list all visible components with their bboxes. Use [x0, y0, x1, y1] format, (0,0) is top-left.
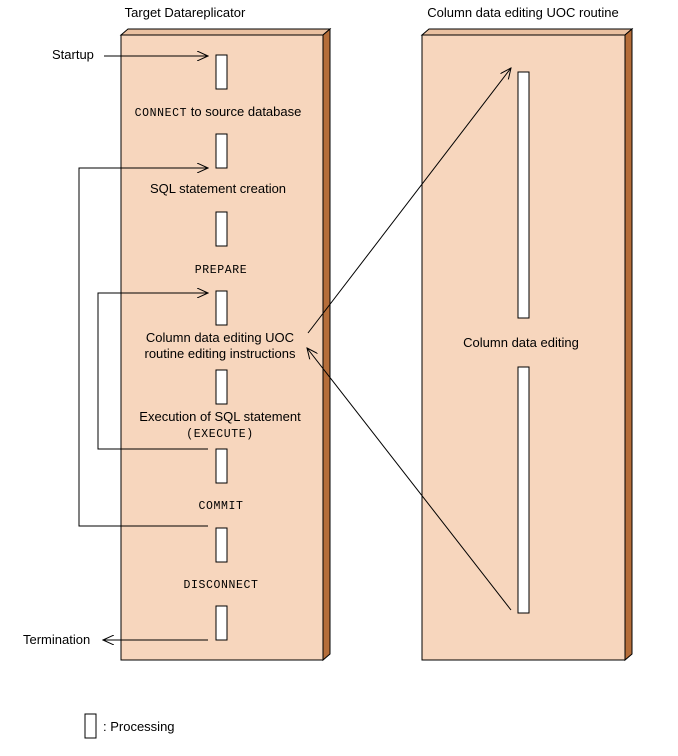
- left-lane-title: Target Datareplicator: [125, 5, 246, 20]
- right-lane-title: Column data editing UOC routine: [427, 5, 619, 20]
- process-termination: [215, 605, 228, 641]
- routine-process-lower: [517, 366, 530, 614]
- process-disconnect: [215, 527, 228, 563]
- step-uoc-label-line1: Column data editing UOC: [146, 330, 294, 345]
- step-prepare-label: PREPARE: [195, 264, 248, 277]
- process-uoc-instructions: [215, 290, 228, 326]
- process-connect: [215, 54, 228, 90]
- return-uoc-arrow: [307, 348, 512, 611]
- process-sql-creation: [215, 133, 228, 169]
- legend-processing-label: : Processing: [103, 719, 175, 734]
- process-execute: [215, 369, 228, 405]
- process-commit: [215, 448, 228, 484]
- step-disconnect-label: DISCONNECT: [183, 579, 258, 592]
- step-execute-label-line1: Execution of SQL statement: [139, 409, 301, 424]
- step-connect-label: CONNECT to source database: [135, 104, 302, 120]
- process-prepare: [215, 211, 228, 247]
- routine-label: Column data editing: [463, 335, 579, 350]
- step-uoc-label-line2: routine editing instructions: [144, 346, 296, 361]
- loop-arrow-inner: [97, 293, 208, 450]
- loop-arrow-outer: [78, 168, 208, 527]
- step-commit-label: COMMIT: [198, 500, 243, 513]
- step-execute-label-line2: (EXECUTE): [186, 428, 254, 441]
- routine-process-upper: [517, 71, 530, 319]
- step-sql-creation-label: SQL statement creation: [150, 181, 286, 196]
- legend-processing-icon: [84, 713, 97, 739]
- termination-label: Termination: [23, 632, 90, 647]
- call-uoc-arrow: [307, 68, 511, 334]
- startup-label: Startup: [52, 47, 94, 62]
